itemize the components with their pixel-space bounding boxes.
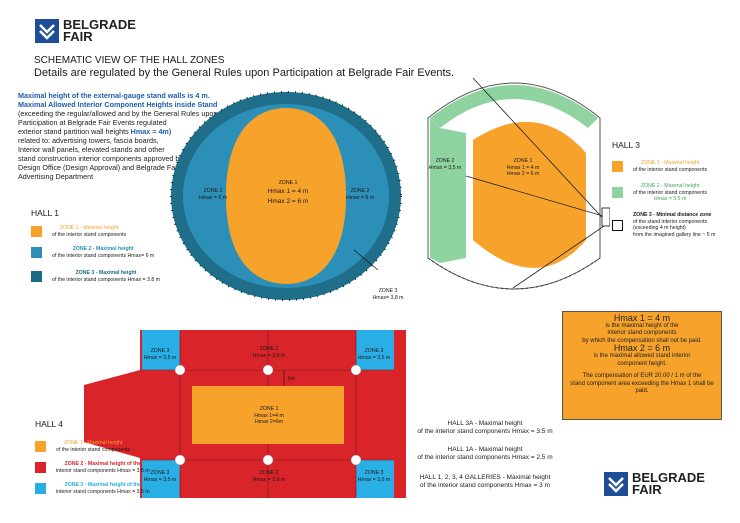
hall3-label: HALL 3 — [612, 140, 641, 150]
hall4-zone3-top-left — [142, 330, 180, 370]
legend-swatch — [31, 247, 42, 258]
legend-swatch — [35, 441, 46, 452]
hall3-zone2-left — [430, 118, 440, 263]
intro-heading-2: Maximal Allowed Interior Component Heigh… — [18, 100, 218, 109]
legend-swatch — [31, 271, 42, 282]
legend-swatch — [35, 462, 46, 473]
intro-line: Advertising Department — [18, 172, 94, 181]
intro-text: Maximal height of the external-gauge sta… — [18, 91, 228, 181]
hall3-pointer-1 — [472, 77, 610, 227]
galleries-note: HALL 1, 2, 3, 4 GALLERIES - Maximal heig… — [419, 474, 551, 489]
legend-swatch — [612, 219, 623, 231]
legend-swatch — [612, 161, 623, 172]
info-hmax1: Hmax 1 = 4 m — [613, 313, 671, 323]
hall3-zone2-gallery — [440, 128, 466, 263]
intro-line: Interior wall panels, elevated stands an… — [18, 145, 165, 154]
hall3-pointer-3 — [512, 221, 610, 289]
intro-line: exterior stand partition wall heights Hm… — [18, 127, 172, 136]
brand-logo-bottom: BELGRADE FAIR — [604, 470, 705, 497]
belgrade-fair-logo-icon — [604, 472, 628, 496]
hall4-zone2-entrance — [84, 370, 140, 458]
legend-swatch — [31, 226, 42, 237]
info-hmax2: Hmax 2 = 6 m — [613, 343, 671, 354]
legend-swatch — [35, 483, 46, 494]
page-title: SCHEMATIC VIEW OF THE HALL ZONES — [34, 55, 225, 66]
hall4-columns — [174, 364, 362, 466]
hall1-diagram — [170, 91, 402, 301]
hall3-zone2-top — [430, 85, 598, 128]
hall4-dimension-label: 6m — [288, 376, 296, 382]
hall4-zone3-bottom-left — [142, 460, 180, 498]
hall4-label: HALL 4 — [35, 419, 64, 429]
hall4-zone1-area — [192, 386, 344, 444]
brand-line2: FAIR — [632, 482, 662, 497]
belgrade-fair-logo-icon — [35, 19, 59, 43]
hall1-label: HALL 1 — [31, 208, 60, 218]
hall3-zone3-marker — [601, 207, 610, 227]
intro-line: (exceeding the regular/allowed and by th… — [18, 109, 218, 118]
brand-line1: BELGRADE — [632, 470, 705, 485]
compensation-info-box: Hmax 1 = 4 m is the maximal height of th… — [562, 311, 722, 420]
hall3-diagram — [427, 77, 610, 290]
intro-heading-1: Maximal height of the external-gauge sta… — [18, 91, 210, 100]
brand-line1: BELGRADE — [63, 17, 136, 32]
hall4-zone3-bottom-right — [356, 460, 394, 498]
intro-line: related to: advertising towers, fascia b… — [18, 136, 159, 145]
hall4-zone3-top-right — [356, 330, 394, 370]
hall4-diagram — [84, 330, 406, 498]
hall1-zone3-pointer — [353, 249, 379, 271]
hall1-zone1-track — [226, 108, 346, 284]
page-subtitle: Details are regulated by the General Rul… — [34, 67, 455, 79]
brand-line2: FAIR — [63, 29, 93, 44]
hall3-zone1-label: ZONE 1 Hmax 1 = 4 m Hmax 2 = 6 m — [506, 158, 540, 177]
hall1-outer-ticks — [170, 91, 402, 301]
hall1-zone1-label: ZONE 1 Hmax 1 = 4 m Hmax 2 = 6 m — [267, 180, 309, 205]
brand-logo-top: BELGRADE FAIR — [35, 17, 136, 44]
intro-line: Participation at Belgrade Fair Events re… — [18, 118, 167, 127]
legend-swatch — [612, 187, 623, 199]
hall3-bottom-wall — [427, 257, 601, 290]
intro-line: Design Office (Design Approval) and Belg… — [18, 163, 180, 172]
hall3-pointer-2 — [465, 175, 610, 219]
intro-line: stand construction interior components a… — [18, 154, 184, 163]
